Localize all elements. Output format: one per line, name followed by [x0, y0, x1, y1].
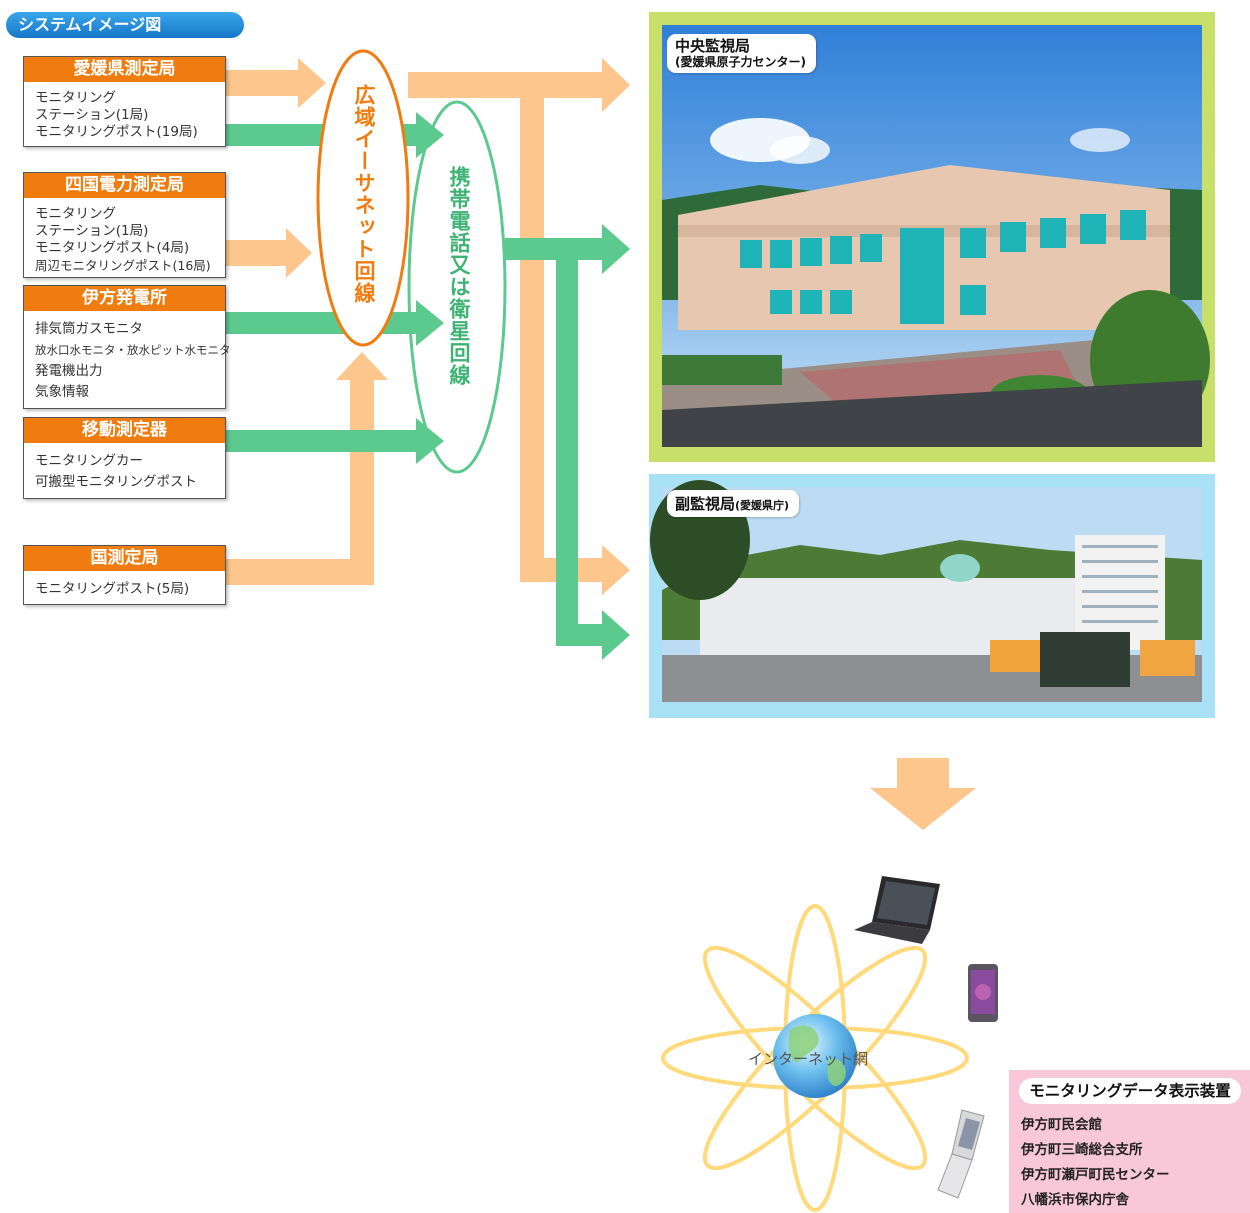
orange-input-arrows	[226, 58, 388, 585]
globe-icon	[773, 1014, 857, 1098]
central-station-label: 中央監視局 (愛媛県原子力センター)	[667, 34, 816, 73]
deputy-station-name: 副監視局	[675, 495, 736, 513]
diagram-title: システムイメージ図	[6, 12, 244, 38]
display-device-item: 伊方町三崎総合支所	[1021, 1142, 1143, 1158]
source-line: 発電機出力	[35, 363, 103, 379]
smartphone-icon	[968, 964, 998, 1022]
source-header: 伊方発電所	[24, 286, 225, 313]
source-line: モニタリングカー	[35, 453, 143, 469]
source-line: モニタリングポスト(5局)	[35, 581, 190, 597]
source-ehime-station: 愛媛県測定局 モニタリング ステーション(1局) モニタリングポスト(19局)	[23, 56, 226, 147]
display-device-item: 伊方町民会館	[1021, 1117, 1102, 1133]
laptop-icon	[854, 876, 940, 944]
source-line: ステーション(1局)	[35, 107, 149, 123]
source-line: 周辺モニタリングポスト(16局)	[35, 258, 211, 273]
deputy-station-label: 副監視局(愛媛県庁)	[667, 490, 800, 517]
display-device-item: 伊方町瀬戸町民センター	[1021, 1167, 1170, 1183]
wide-area-ethernet-label: 広域イーサネット回線	[352, 84, 376, 304]
source-line: モニタリング	[35, 90, 116, 106]
source-line: モニタリングポスト(4局)	[35, 240, 190, 256]
green-output-arrows	[505, 224, 630, 660]
source-line: モニタリング	[35, 206, 116, 222]
central-station-sub: (愛媛県原子力センター)	[675, 55, 806, 69]
mobile-satellite-ellipse	[407, 100, 507, 474]
source-national-station: 国測定局 モニタリングポスト(5局)	[23, 545, 226, 605]
source-line: モニタリングポスト(19局)	[35, 124, 198, 140]
source-line: 放水口水モニタ・放水ピット水モニタ	[35, 343, 231, 357]
display-devices-title: モニタリングデータ表示装置	[1019, 1078, 1241, 1104]
flip-phone-icon	[937, 1109, 985, 1199]
display-devices-box: モニタリングデータ表示装置 伊方町民会館 伊方町三崎総合支所 伊方町瀬戸町民セン…	[1009, 1070, 1250, 1213]
wide-area-ethernet-ellipse	[316, 49, 410, 347]
central-station-name: 中央監視局	[675, 37, 751, 55]
source-ikata-plant: 伊方発電所 排気筒ガスモニタ 放水口水モニタ・放水ピット水モニタ 発電機出力 気…	[23, 285, 231, 409]
source-header: 四国電力測定局	[24, 173, 225, 200]
deputy-station-sub: (愛媛県庁)	[735, 499, 790, 512]
source-line: ステーション(1局)	[35, 223, 149, 239]
source-shikoku-station: 四国電力測定局 モニタリング ステーション(1局) モニタリングポスト(4局) …	[23, 172, 226, 278]
orange-output-arrows	[408, 58, 630, 595]
source-mobile-measure: 移動測定器 モニタリングカー 可搬型モニタリングポスト	[23, 417, 226, 499]
source-line: 可搬型モニタリングポスト	[35, 474, 197, 490]
deputy-station-photo	[650, 480, 1202, 702]
mobile-satellite-label: 携帯電話又は衛星回線	[447, 166, 471, 386]
display-device-item: 八幡浜市保内庁舎	[1021, 1192, 1129, 1208]
source-header: 愛媛県測定局	[24, 57, 225, 84]
source-header: 移動測定器	[24, 418, 225, 445]
central-station-photo	[662, 25, 1210, 447]
source-header: 国測定局	[24, 546, 225, 573]
source-line: 気象情報	[35, 384, 89, 400]
down-arrow	[870, 758, 976, 830]
source-line: 排気筒ガスモニタ	[35, 321, 143, 337]
internet-label: インターネット網	[748, 1050, 869, 1068]
